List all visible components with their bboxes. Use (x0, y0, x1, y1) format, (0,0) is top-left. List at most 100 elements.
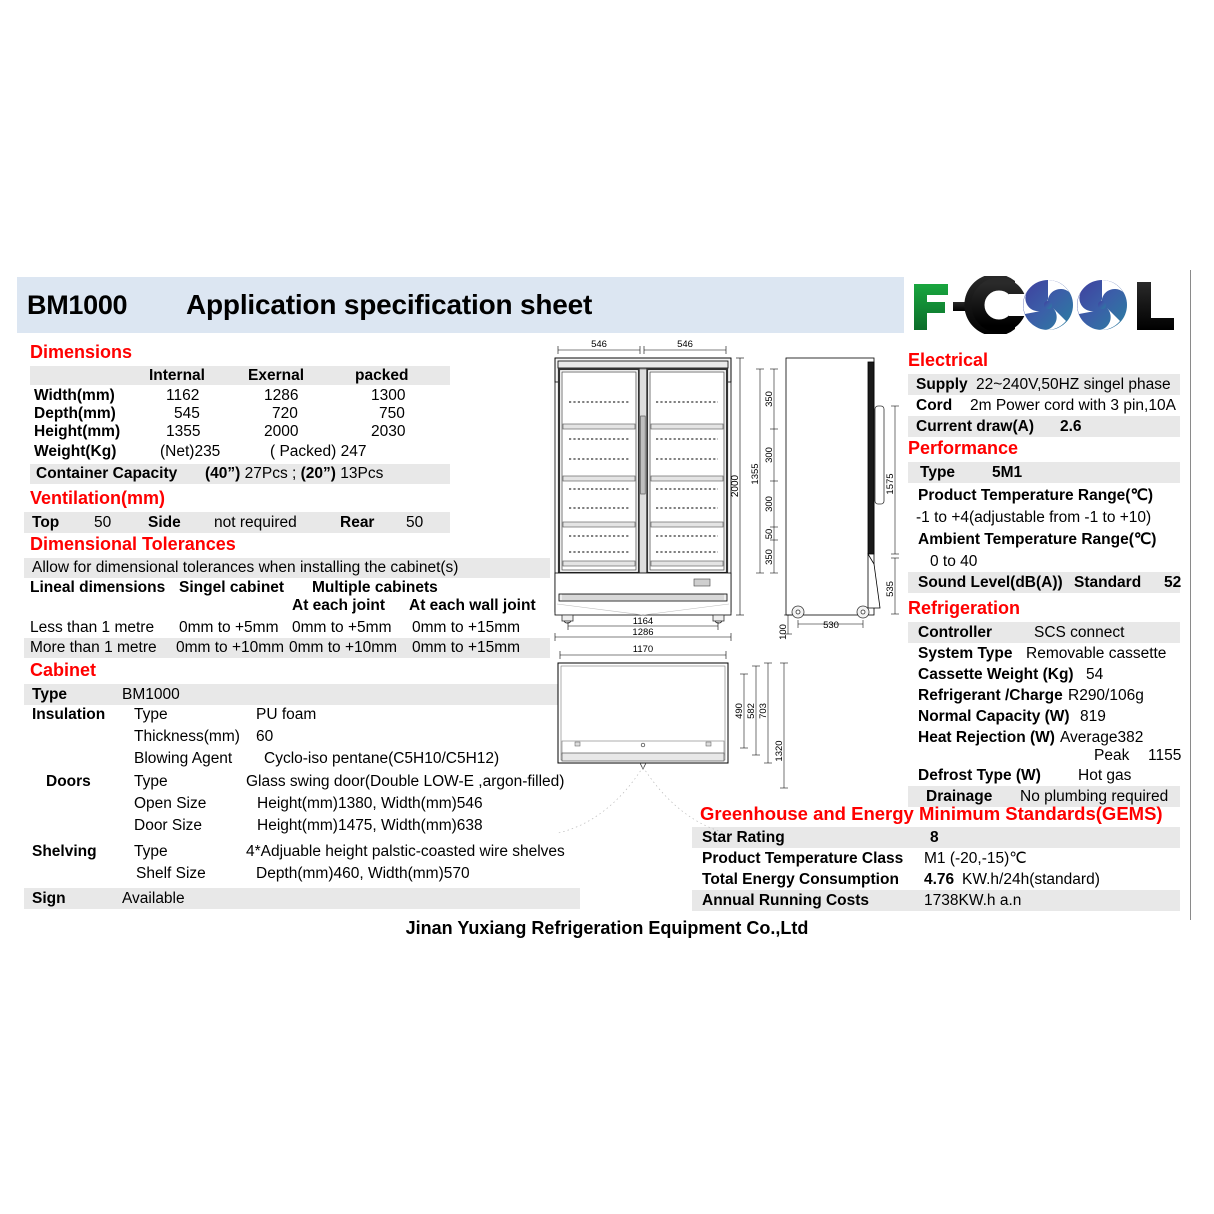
sign-row: Sign Available (24, 888, 580, 909)
vent-top-label: Top (32, 514, 60, 531)
cell-joint: 0mm to +10mm (289, 639, 398, 656)
row-label: More than 1 metre (30, 639, 157, 656)
col-multiple-cabinets: Multiple cabinets (312, 579, 438, 596)
dim-350-bottom: 350 (764, 549, 775, 565)
shelving-value: Depth(mm)460, Width(mm)570 (256, 865, 470, 882)
cabinet-type-value: BM1000 (122, 686, 180, 703)
weight-packed: ( Packed) 247 (270, 443, 367, 460)
doors-value: Height(mm)1475, Width(mm)638 (257, 817, 483, 834)
sign-value: Available (122, 890, 185, 907)
doors-sub: Door Size (134, 817, 203, 834)
cabinet-type-label: Type (32, 686, 68, 703)
table-row: More than 1 metre 0mm to +10mm 0mm to +1… (24, 638, 550, 658)
cell-single: 0mm to +5mm (179, 619, 279, 636)
doors-value: Height(mm)1380, Width(mm)546 (257, 795, 483, 812)
cell-external: 2000 (264, 423, 299, 440)
heat-peak-value: 1155 (1148, 747, 1182, 764)
vent-side-value: not required (214, 514, 297, 531)
dim-2000: 2000 (730, 474, 741, 497)
technical-drawing: 546 546 (548, 336, 910, 876)
dim-1286: 1286 (632, 627, 653, 638)
gems-heading: Greenhouse and Energy Minimum Standards(… (700, 803, 1163, 824)
insulation-row: Insulation Type PU foam (24, 705, 580, 724)
dim-490: 490 (734, 703, 745, 719)
container-capacity-label: Container Capacity (36, 465, 178, 482)
ambient-temp-label-row: Ambient Temperature Range(℃) (908, 530, 1180, 549)
dim-535: 535 (885, 581, 896, 597)
cell-joint: 0mm to +5mm (292, 619, 392, 636)
insulation-sub: Blowing Agent (134, 750, 233, 767)
doors-row: Doors Type Glass swing door(Double LOW-E… (24, 772, 580, 791)
dim-1575: 1575 (885, 473, 896, 494)
star-rating-row: Star Rating 8 (692, 827, 1180, 848)
star-rating-value: 8 (930, 829, 939, 846)
shelving-row: Shelving Type 4*Adjuable height palstic-… (24, 842, 580, 861)
tolerances-note-row: Allow for dimensional tolerances when in… (24, 558, 550, 578)
dim-1170: 1170 (633, 644, 653, 655)
current-draw-row: Current draw(A) 2.6 (908, 416, 1180, 437)
dim-546-left: 546 (591, 339, 607, 350)
vent-rear-value: 50 (406, 514, 424, 531)
dim-1355: 1355 (750, 463, 761, 484)
ventilation-heading: Ventilation(mm) (30, 488, 166, 508)
doors-row: Door Size Height(mm)1475, Width(mm)638 (24, 816, 580, 835)
cell-external: 1286 (264, 387, 299, 404)
doors-sub: Open Size (134, 795, 207, 812)
vent-top-value: 50 (94, 514, 112, 531)
current-draw-label: Current draw(A) (916, 418, 1034, 435)
shelving-sub: Type (134, 843, 168, 860)
title-band (17, 277, 904, 333)
cassette-weight-label: Cassette Weight (Kg) (918, 666, 1074, 683)
heat-peak-label: Peak (1094, 747, 1130, 764)
insulation-sub: Thickness(mm) (134, 728, 240, 745)
weight-row: Weight(Kg) (Net)235 ( Packed) 247 (30, 442, 450, 461)
table-row: Less than 1 metre 0mm to +5mm 0mm to +5m… (24, 618, 550, 637)
table-row: Depth(mm) 545 720 750 (30, 404, 450, 423)
cell-wall: 0mm to +15mm (412, 619, 521, 636)
drainage-value: No plumbing required (1020, 788, 1169, 805)
company-footer: Jinan Yuxiang Refrigeration Equipment Co… (405, 918, 809, 938)
annual-cost-label: Annual Running Costs (702, 892, 870, 909)
insulation-label: Insulation (32, 706, 106, 723)
col-lineal: Lineal dimensions (30, 579, 166, 596)
heat-rejection-label: Heat Rejection (W) (918, 729, 1055, 746)
insulation-value: PU foam (256, 706, 317, 723)
controller-value: SCS connect (1034, 624, 1125, 641)
energy-consumption-unit: KW.h/24h(standard) (962, 871, 1100, 888)
dim-350-top: 350 (764, 391, 775, 407)
cell-internal: 545 (174, 405, 200, 422)
row-label: Height(mm) (34, 423, 121, 440)
product-temp-value: -1 to +4(adjustable from -1 to +10) (916, 509, 1152, 526)
doors-label: Doors (46, 773, 91, 790)
cell-external: 720 (272, 405, 298, 422)
refrigerant-value: R290/106g (1068, 687, 1144, 704)
insulation-sub: Type (134, 706, 168, 723)
vent-side-label: Side (148, 514, 181, 531)
cell-single: 0mm to +10mm (176, 639, 285, 656)
controller-label: Controller (918, 624, 993, 641)
container-capacity-value: (40”) 27Pcs ; (20”) 13Pcs (205, 465, 384, 482)
page-title-model: BM1000 (27, 290, 128, 320)
doors-sub: Type (134, 773, 168, 790)
shelving-label: Shelving (32, 843, 97, 860)
ambient-temp-value: 0 to 40 (930, 553, 978, 570)
cell-internal: 1162 (166, 387, 200, 404)
col-external: Exernal (248, 367, 305, 384)
page-right-rule (1190, 270, 1191, 920)
product-temp-label-row: Product Temperature Range(℃) (908, 486, 1180, 505)
electrical-heading: Electrical (908, 350, 989, 370)
dim-300-a: 300 (764, 447, 775, 463)
ambient-temp-label: Ambient Temperature Range(℃) (918, 531, 1157, 548)
cell-packed: 750 (379, 405, 405, 422)
controller-row: Controller SCS connect (908, 622, 1180, 643)
system-type-label: System Type (918, 645, 1013, 662)
insulation-row: Thickness(mm) 60 (24, 727, 580, 746)
cord-label: Cord (916, 397, 953, 414)
heat-peak-row: Peak 1155 (908, 745, 1182, 766)
tolerances-note: Allow for dimensional tolerances when in… (32, 559, 459, 576)
col-each-joint: At each joint (292, 597, 386, 614)
supply-row: Supply 22~240V,50HZ singel phase (908, 374, 1180, 395)
heat-rejection-row: Heat Rejection (W) Average382 (908, 727, 1180, 748)
table-row: Width(mm) 1162 1286 1300 (30, 386, 450, 405)
defrost-value: Hot gas (1078, 767, 1132, 784)
